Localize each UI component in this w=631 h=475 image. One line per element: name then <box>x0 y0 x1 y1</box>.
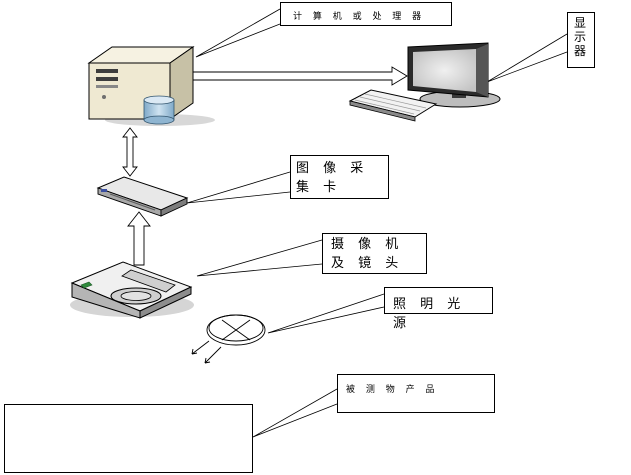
blank-text-box <box>4 404 253 473</box>
keyboard-icon <box>348 89 438 122</box>
leader-object <box>252 388 338 438</box>
capture-card-device-icon <box>96 176 189 217</box>
monitor-label: 显 示 器 <box>567 12 595 68</box>
arrow-computer-to-monitor <box>193 66 408 86</box>
scanner-camera-icon <box>70 261 194 319</box>
arrow-card-computer <box>122 127 138 177</box>
leader-light <box>267 293 385 334</box>
object-product-label: 被 测 物 产 品 <box>337 374 495 413</box>
light-source-label: 照 明 光 源 <box>384 287 493 331</box>
monitor-icon <box>407 42 501 108</box>
leader-computer <box>195 8 281 58</box>
capture-card-label: 图 像 采 集 卡 <box>290 155 389 199</box>
leader-capture-card <box>186 171 291 204</box>
leader-camera <box>196 239 323 277</box>
computer-label: 计 算 机 或 处 理 器 <box>280 2 452 26</box>
ring-light-icon <box>191 314 266 364</box>
database-icon <box>143 95 175 125</box>
camera-label: 摄 像 机 及 镜 头 <box>322 233 427 274</box>
arrow-camera-to-card <box>127 211 151 266</box>
leader-monitor <box>486 33 568 83</box>
computer-icon <box>87 46 215 126</box>
